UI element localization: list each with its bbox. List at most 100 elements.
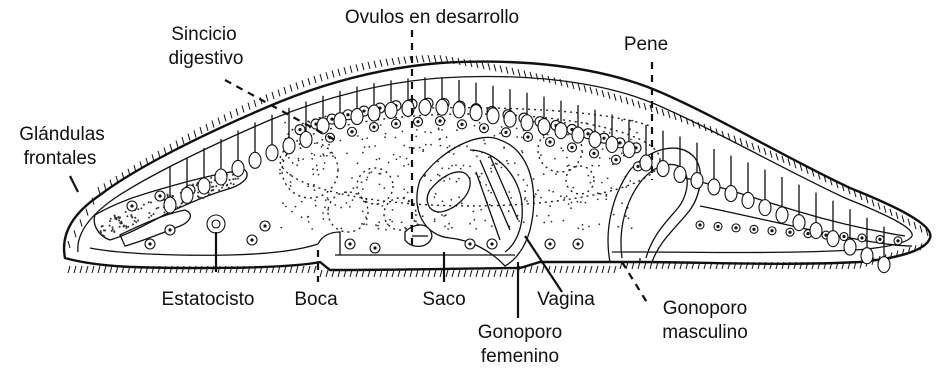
speck xyxy=(587,175,589,177)
gland-cell xyxy=(453,102,465,118)
speck xyxy=(290,174,292,176)
cilium xyxy=(554,266,556,273)
speck xyxy=(313,184,315,186)
speck xyxy=(434,196,436,198)
speck xyxy=(346,202,348,204)
speck xyxy=(590,182,592,184)
ovule-nucleus xyxy=(770,229,773,232)
speck xyxy=(576,166,578,168)
speck xyxy=(397,175,399,177)
speck xyxy=(402,131,404,133)
speck xyxy=(109,220,111,222)
cilium xyxy=(500,270,502,277)
cilium xyxy=(596,266,598,273)
speck xyxy=(419,147,421,149)
label-gonoporo-masc-line2: masculino xyxy=(662,322,748,343)
label-gonoporo-fem-line1: Gonoporo xyxy=(478,322,563,343)
cilium xyxy=(164,147,166,154)
speck xyxy=(517,174,519,176)
speck xyxy=(285,206,287,208)
speck xyxy=(448,223,450,225)
speck xyxy=(586,122,588,124)
speck xyxy=(388,162,390,164)
speck xyxy=(563,220,565,222)
speck xyxy=(357,162,359,164)
cilium xyxy=(416,270,418,277)
speck xyxy=(508,191,510,193)
cilium xyxy=(314,266,316,273)
speck xyxy=(367,177,369,179)
cilium xyxy=(104,183,106,190)
label-boca: Boca xyxy=(294,289,338,310)
speck xyxy=(157,207,159,209)
cilium xyxy=(290,266,292,273)
gland-cell xyxy=(640,155,652,171)
speck xyxy=(376,203,378,205)
speck xyxy=(548,190,550,192)
speck xyxy=(473,211,475,213)
speck xyxy=(326,155,328,157)
speck xyxy=(424,131,426,133)
speck xyxy=(447,228,449,230)
speck xyxy=(602,148,604,150)
speck xyxy=(309,121,311,123)
ovule-nucleus xyxy=(752,228,755,231)
speck xyxy=(288,157,290,159)
ovule-nucleus xyxy=(716,225,719,228)
ovule-nucleus xyxy=(878,238,881,241)
cilium xyxy=(482,270,484,277)
speck xyxy=(552,191,554,193)
speck xyxy=(408,164,410,166)
gland-cell xyxy=(181,187,193,203)
cilium xyxy=(422,55,424,62)
cilium xyxy=(536,266,538,273)
speck xyxy=(291,211,293,213)
cilium xyxy=(578,266,580,273)
cilium xyxy=(242,106,244,113)
ovule-nucleus xyxy=(416,120,419,123)
speck xyxy=(314,189,316,191)
speck xyxy=(508,210,510,212)
speck xyxy=(430,144,432,146)
speck xyxy=(484,143,486,145)
speck xyxy=(540,154,542,156)
speck xyxy=(401,221,403,223)
gland-cell xyxy=(419,99,431,115)
speck xyxy=(340,140,342,142)
gland-cell xyxy=(725,186,737,202)
gland-cell xyxy=(164,197,176,213)
gland-cell xyxy=(606,137,618,153)
speck xyxy=(296,164,298,166)
label-sincicio-line1: Sincicio xyxy=(171,24,236,45)
speck xyxy=(610,187,612,189)
cilium xyxy=(194,130,196,137)
speck xyxy=(481,173,483,175)
label-estatocisto: Estatocisto xyxy=(162,289,255,310)
cilium xyxy=(206,124,208,131)
ovule-nucleus xyxy=(438,119,441,122)
speck xyxy=(434,220,436,222)
cilium xyxy=(440,270,442,277)
speck xyxy=(441,129,443,131)
cilium xyxy=(458,270,460,277)
speck xyxy=(123,226,125,228)
cilium xyxy=(338,69,340,76)
ovule-nucleus xyxy=(460,123,463,126)
speck xyxy=(311,153,313,155)
ovule-nucleus xyxy=(698,223,701,226)
speck xyxy=(134,217,136,219)
speck xyxy=(599,157,601,159)
gland-cell xyxy=(249,152,261,168)
speck xyxy=(391,221,393,223)
speck xyxy=(567,165,569,167)
speck xyxy=(314,154,316,156)
speck xyxy=(320,155,322,157)
speck xyxy=(118,219,120,221)
gland-cell xyxy=(368,105,380,121)
speck xyxy=(377,225,379,227)
speck xyxy=(150,202,152,204)
cilium xyxy=(308,266,310,273)
speck xyxy=(491,225,493,227)
cilium xyxy=(428,270,430,277)
speck xyxy=(566,195,568,197)
